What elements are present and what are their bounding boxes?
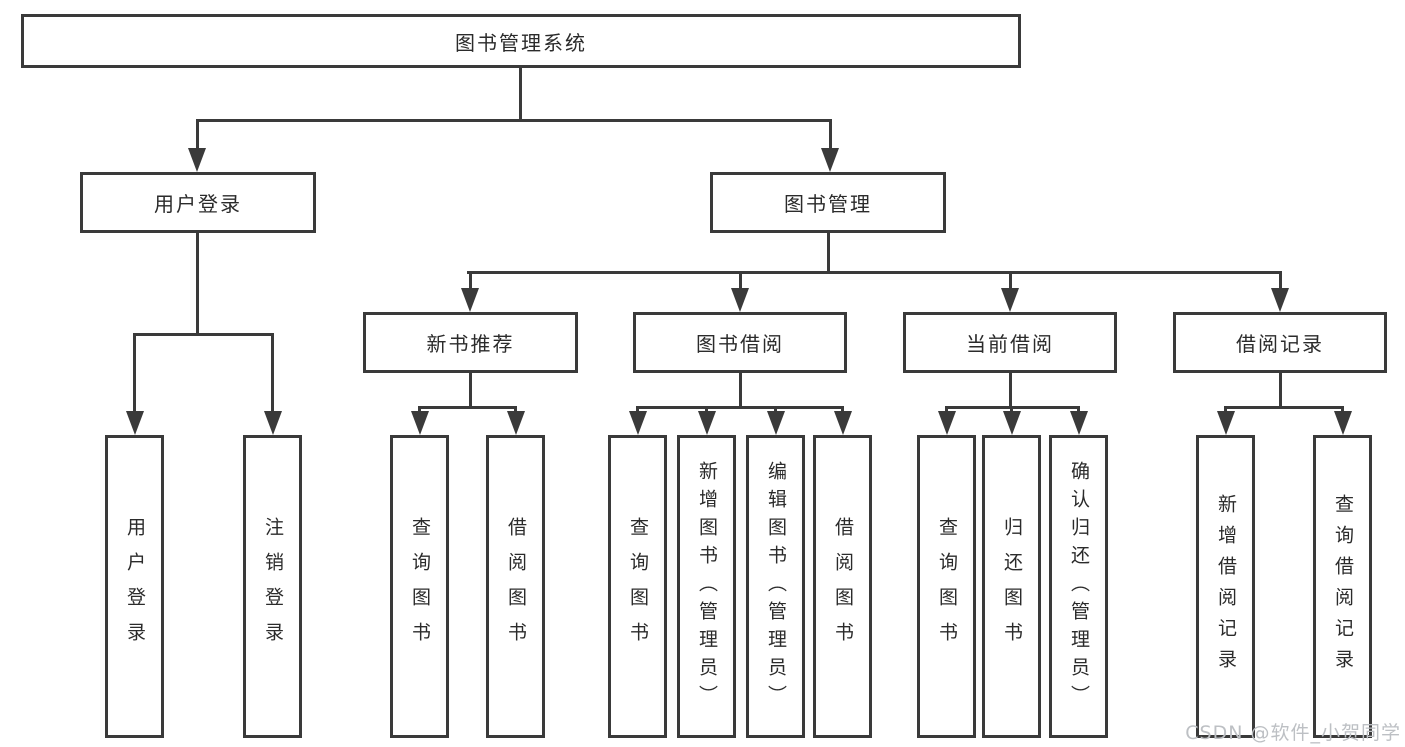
- node-label: 图书管理系统: [455, 30, 587, 55]
- leaf-edit-books-admin: 编辑图书（管理员）: [746, 435, 805, 738]
- connector-line: [1279, 271, 1282, 290]
- connector-line: [829, 119, 832, 150]
- arrow-down-icon: [767, 411, 785, 435]
- leaf-confirm-return-admin: 确认归还（管理员）: [1049, 435, 1108, 738]
- connector-line: [1341, 406, 1344, 414]
- connector-line: [636, 406, 844, 409]
- connector-line: [469, 373, 472, 409]
- leaf-query-books-borrow: 查询图书: [608, 435, 667, 738]
- connector-line: [418, 406, 517, 409]
- connector-line: [1224, 406, 1344, 409]
- leaf-add-borrow-record: 新增借阅记录: [1196, 435, 1255, 738]
- arrow-down-icon: [188, 148, 206, 172]
- arrow-down-icon: [821, 148, 839, 172]
- connector-line: [467, 271, 1282, 274]
- leaf-label: 借阅图书: [832, 516, 854, 657]
- connector-line: [196, 233, 199, 335]
- node-book-borrowing: 图书借阅: [633, 312, 847, 373]
- connector-line: [1010, 406, 1013, 414]
- arrow-down-icon: [938, 411, 956, 435]
- leaf-label: 注销登录: [262, 516, 284, 657]
- connector-line: [774, 406, 777, 414]
- node-current-borrowing: 当前借阅: [903, 312, 1117, 373]
- connector-line: [705, 406, 708, 414]
- arrow-down-icon: [1003, 411, 1021, 435]
- connector-line: [418, 406, 421, 414]
- leaf-label: 编辑图书（管理员）: [765, 460, 787, 713]
- connector-line: [636, 406, 639, 414]
- arrow-down-icon: [698, 411, 716, 435]
- arrow-down-icon: [507, 411, 525, 435]
- connector-line: [196, 119, 199, 150]
- leaf-label: 借阅图书: [505, 516, 527, 657]
- leaf-label: 查询图书: [409, 516, 431, 657]
- leaf-add-books-admin: 新增图书（管理员）: [677, 435, 736, 738]
- connector-line: [1009, 373, 1012, 409]
- arrow-down-icon: [1001, 288, 1019, 312]
- leaf-label: 查询借阅记录: [1332, 493, 1354, 680]
- connector-line: [739, 271, 742, 290]
- leaf-query-books-recommend: 查询图书: [390, 435, 449, 738]
- node-label: 当前借阅: [966, 332, 1054, 356]
- arrow-down-icon: [834, 411, 852, 435]
- connector-line: [945, 406, 948, 414]
- connector-line: [1009, 271, 1012, 290]
- connector-line: [841, 406, 844, 414]
- node-label: 用户登录: [154, 192, 242, 216]
- node-label: 图书借阅: [696, 332, 784, 356]
- leaf-label: 归还图书: [1001, 516, 1023, 657]
- connector-line: [133, 333, 136, 413]
- leaf-borrow-books-recommend: 借阅图书: [486, 435, 545, 738]
- leaf-borrow-books: 借阅图书: [813, 435, 872, 738]
- node-user-login: 用户登录: [80, 172, 316, 233]
- arrow-down-icon: [126, 411, 144, 435]
- arrow-down-icon: [411, 411, 429, 435]
- leaf-label: 新增图书（管理员）: [696, 460, 718, 713]
- connector-line: [827, 233, 830, 273]
- leaf-label: 确认归还（管理员）: [1068, 460, 1090, 713]
- leaf-label: 查询图书: [936, 516, 958, 657]
- leaf-label: 新增借阅记录: [1215, 493, 1237, 680]
- leaf-label: 用户登录: [124, 516, 146, 657]
- node-borrowing-records: 借阅记录: [1173, 312, 1387, 373]
- arrow-down-icon: [1217, 411, 1235, 435]
- leaf-return-books: 归还图书: [982, 435, 1041, 738]
- leaf-logout: 注销登录: [243, 435, 302, 738]
- connector-line: [519, 68, 522, 122]
- node-book-management: 图书管理: [710, 172, 946, 233]
- node-label: 借阅记录: [1236, 332, 1324, 356]
- node-library-management-system: 图书管理系统: [21, 14, 1021, 68]
- connector-line: [1279, 373, 1282, 409]
- connector-line: [133, 333, 274, 336]
- arrow-down-icon: [1271, 288, 1289, 312]
- arrow-down-icon: [1070, 411, 1088, 435]
- connector-line: [1224, 406, 1227, 414]
- connector-line: [514, 406, 517, 414]
- leaf-user-login: 用户登录: [105, 435, 164, 738]
- node-label: 新书推荐: [426, 332, 515, 356]
- arrow-down-icon: [461, 288, 479, 312]
- connector-line: [271, 333, 274, 413]
- leaf-label: 查询图书: [627, 516, 649, 657]
- arrow-down-icon: [264, 411, 282, 435]
- leaf-query-books-current: 查询图书: [917, 435, 976, 738]
- connector-line: [739, 373, 742, 409]
- node-label: 图书管理: [784, 192, 872, 216]
- csdn-watermark: CSDN @软件_小贺同学: [1185, 722, 1401, 744]
- connector-line: [1077, 406, 1080, 414]
- node-new-book-recommendation: 新书推荐: [363, 312, 578, 373]
- connector-line: [196, 119, 832, 122]
- arrow-down-icon: [629, 411, 647, 435]
- arrow-down-icon: [731, 288, 749, 312]
- connector-line: [469, 271, 472, 290]
- leaf-query-borrow-record: 查询借阅记录: [1313, 435, 1372, 738]
- arrow-down-icon: [1334, 411, 1352, 435]
